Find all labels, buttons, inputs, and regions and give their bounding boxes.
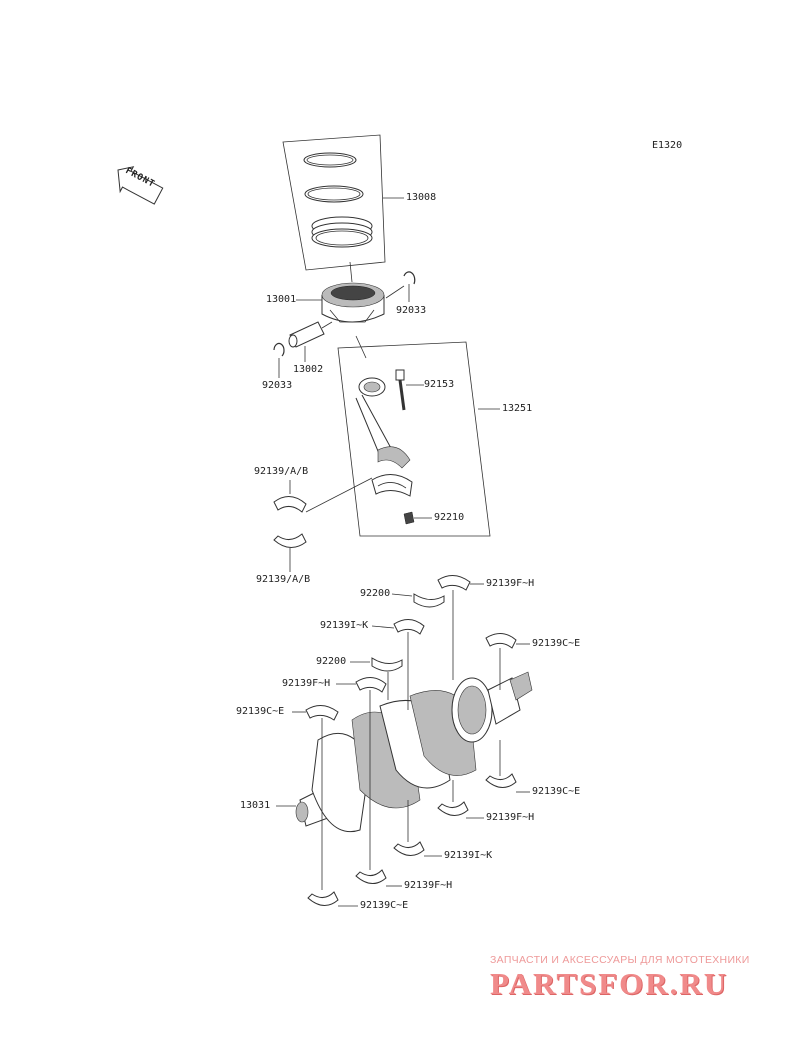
label-main-bearing-ik-upper[interactable]: 92139I~K	[320, 620, 369, 631]
piston-drawing	[296, 282, 385, 323]
label-main-bearing-ik-lower[interactable]: 92139I~K	[444, 850, 493, 861]
circlip-left-drawing	[273, 342, 285, 378]
label-main-bearing-ce-left[interactable]: 92139C~E	[236, 706, 285, 717]
label-piston-rings[interactable]: 13008	[406, 192, 437, 203]
label-circlip-left[interactable]: 92033	[262, 380, 293, 391]
conrod-assembly-drawing	[337, 335, 500, 537]
label-main-bearing-ce-bottom[interactable]: 92139C~E	[360, 900, 409, 911]
label-conrod-bearing-lower[interactable]: 92139/A/B	[256, 574, 311, 585]
main-bearings-drawing	[292, 575, 530, 907]
label-conrod-bolt[interactable]: 92153	[424, 379, 455, 390]
circlip-right-drawing	[385, 271, 416, 302]
label-circlip-right[interactable]: 92033	[396, 305, 427, 316]
label-main-bearing-ce-right-lower[interactable]: 92139C~E	[532, 786, 581, 797]
label-crankshaft[interactable]: 13031	[240, 800, 271, 811]
label-thrust-washer-upper[interactable]: 92200	[360, 588, 391, 599]
label-thrust-washer-lower[interactable]: 92200	[316, 656, 347, 667]
label-main-bearing-fh-top[interactable]: 92139F~H	[486, 578, 535, 589]
conrod-bearings-drawing	[273, 477, 373, 572]
crankshaft-drawing	[276, 671, 533, 832]
label-main-bearing-fh-left[interactable]: 92139F~H	[282, 678, 331, 689]
piston-pin-drawing	[288, 321, 333, 362]
front-arrow-icon	[117, 166, 164, 205]
label-piston[interactable]: 13001	[266, 294, 297, 305]
label-main-bearing-fh-right-lower[interactable]: 92139F~H	[486, 812, 535, 823]
label-conrod-bearing-upper[interactable]: 92139/A/B	[254, 466, 309, 477]
label-main-bearing-fh-bottom[interactable]: 92139F~H	[404, 880, 453, 891]
label-conrod-nut[interactable]: 92210	[434, 512, 465, 523]
watermark-brand: PARTSFOR.RU	[490, 966, 729, 1001]
piston-rings-drawing	[282, 134, 404, 283]
diagram-code: E1320	[652, 140, 683, 151]
label-piston-pin[interactable]: 13002	[293, 364, 324, 375]
label-conrod-assembly[interactable]: 13251	[502, 403, 533, 414]
watermark-tagline: ЗАПЧАСТИ И АКСЕССУАРЫ ДЛЯ МОТОТЕХНИКИ	[490, 954, 750, 966]
label-main-bearing-ce-right-upper[interactable]: 92139C~E	[532, 638, 581, 649]
